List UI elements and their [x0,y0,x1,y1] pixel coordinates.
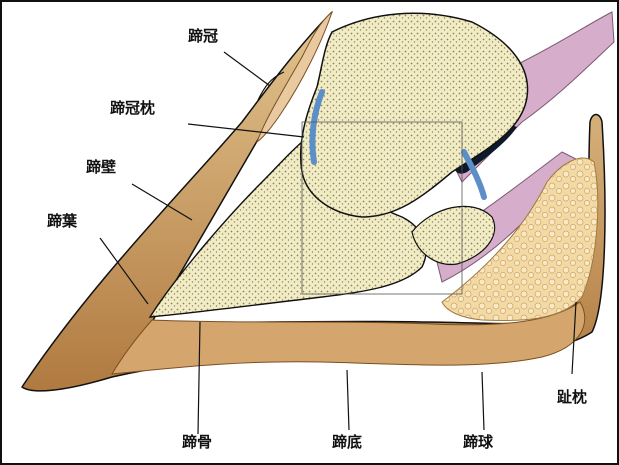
label-hoof-crown: 蹄冠 [188,29,218,44]
label-hoof-wall: 蹄壁 [86,160,116,175]
leader-hoof-crown [224,52,270,86]
label-bulb: 蹄球 [463,435,493,450]
leader-sole [347,370,349,430]
label-digital-cushion: 趾枕 [557,390,587,405]
label-coronary-cushion: 蹄冠枕 [110,101,155,116]
label-laminae: 蹄葉 [47,214,77,229]
label-coffin-bone: 蹄骨 [182,435,212,450]
leader-bulb [482,372,484,430]
label-sole: 蹄底 [332,435,362,450]
pastern-bone-shape [301,13,528,217]
